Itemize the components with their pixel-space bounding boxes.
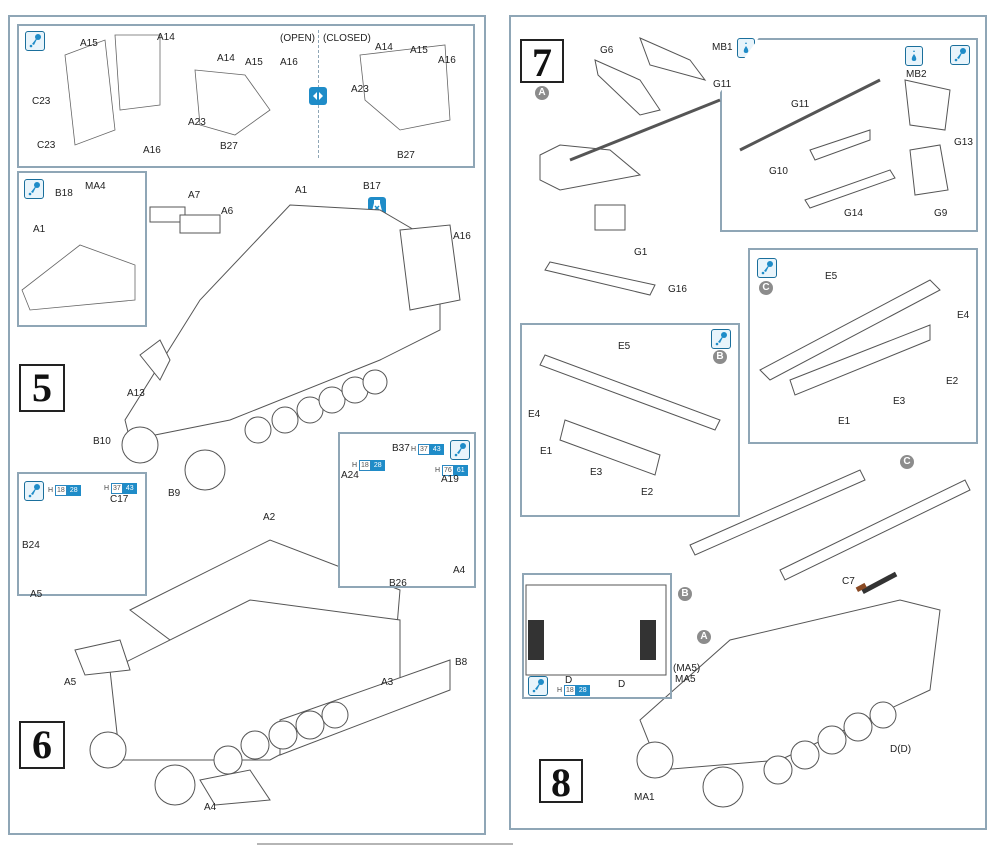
part-label: B17 bbox=[363, 181, 381, 192]
part-label: B8 bbox=[455, 657, 468, 668]
part-label: B37 bbox=[392, 443, 410, 454]
part-label: A14 bbox=[157, 32, 175, 43]
callout-circle: C bbox=[759, 281, 773, 295]
part-label: E1 bbox=[838, 416, 851, 427]
page-bottom-rule bbox=[257, 843, 513, 845]
part-label: G10 bbox=[769, 166, 788, 177]
part-label: C23 bbox=[32, 96, 51, 107]
callout-circle: B bbox=[713, 350, 727, 364]
cement-icon bbox=[950, 45, 970, 65]
part-label: A13 bbox=[127, 388, 145, 399]
part-label: G1 bbox=[634, 247, 648, 258]
part-label: A23 bbox=[188, 117, 206, 128]
part-label: G9 bbox=[934, 208, 948, 219]
part-label: A4 bbox=[453, 565, 466, 576]
part-label: A15 bbox=[410, 45, 428, 56]
step-number: 6 bbox=[19, 721, 65, 769]
part-label: E2 bbox=[946, 376, 959, 387]
part-label: A5 bbox=[64, 677, 77, 688]
part-label: B10 bbox=[93, 436, 111, 447]
callout-circle: B bbox=[678, 587, 692, 601]
cement-icon bbox=[25, 31, 45, 51]
part-label: A4 bbox=[204, 802, 217, 813]
part-label: MA4 bbox=[85, 181, 106, 192]
cement-icon bbox=[711, 329, 731, 349]
step7-gun-detail-panel bbox=[720, 38, 978, 232]
part-label: E1 bbox=[540, 446, 553, 457]
part-label: E4 bbox=[957, 310, 970, 321]
part-label: E3 bbox=[590, 467, 603, 478]
part-label: A15 bbox=[245, 57, 263, 68]
part-label: A16 bbox=[453, 231, 471, 242]
part-label: A23 bbox=[351, 84, 369, 95]
part-label: B27 bbox=[220, 141, 238, 152]
part-label: A2 bbox=[263, 512, 276, 523]
cement-icon bbox=[24, 481, 44, 501]
part-label: A24 bbox=[341, 470, 359, 481]
part-label: B18 bbox=[55, 188, 73, 199]
part-label: G16 bbox=[668, 284, 687, 295]
step-number: 8 bbox=[539, 759, 583, 805]
step-number: 5 bbox=[19, 364, 65, 412]
part-label: A16 bbox=[280, 57, 298, 68]
cement-icon bbox=[450, 440, 470, 460]
part-label: B27 bbox=[397, 150, 415, 161]
state-open-label: (OPEN) bbox=[280, 33, 315, 44]
part-label: E2 bbox=[641, 487, 654, 498]
part-label: MB2 bbox=[906, 69, 927, 80]
part-label: G11 bbox=[712, 79, 733, 90]
part-label: G14 bbox=[844, 208, 863, 219]
step8-rear-detail-panel bbox=[522, 573, 672, 699]
cement-icon bbox=[24, 179, 44, 199]
part-label: A16 bbox=[438, 55, 456, 66]
part-label: A1 bbox=[295, 185, 308, 196]
part-label: E4 bbox=[528, 409, 541, 420]
part-label: MB1 bbox=[712, 42, 733, 53]
part-label: E5 bbox=[618, 341, 631, 352]
decal-water-icon bbox=[905, 46, 923, 66]
part-label: A3 bbox=[381, 677, 394, 688]
part-label: B26 bbox=[389, 578, 407, 589]
step-number: 7 bbox=[520, 39, 564, 85]
state-closed-label: (CLOSED) bbox=[323, 33, 371, 44]
part-label: A16 bbox=[143, 145, 161, 156]
cement-icon bbox=[757, 258, 777, 278]
part-label: MA5 bbox=[675, 674, 696, 685]
callout-circle: C bbox=[900, 455, 914, 469]
part-label: G13 bbox=[954, 137, 973, 148]
callout-circle: A bbox=[535, 86, 549, 100]
part-label: A7 bbox=[188, 190, 201, 201]
part-label: A14 bbox=[217, 53, 235, 64]
part-label: D bbox=[565, 675, 573, 686]
part-label: A1 bbox=[33, 224, 46, 235]
alternative-option-icon bbox=[309, 87, 327, 105]
part-label: MA1 bbox=[634, 792, 655, 803]
part-label: D bbox=[618, 679, 626, 690]
part-label: E5 bbox=[825, 271, 838, 282]
step7-c-detail-panel bbox=[748, 248, 978, 444]
cement-icon bbox=[528, 676, 548, 696]
part-label: B24 bbox=[22, 540, 40, 551]
part-label: G6 bbox=[600, 45, 614, 56]
part-label: C17 bbox=[110, 494, 129, 505]
part-label: B9 bbox=[168, 488, 181, 499]
part-label: A14 bbox=[375, 42, 393, 53]
part-label: A5 bbox=[30, 589, 43, 600]
part-label: C7 bbox=[842, 576, 855, 587]
part-label: A6 bbox=[221, 206, 234, 217]
part-label: G11 bbox=[791, 99, 810, 110]
part-label: D(D) bbox=[890, 744, 912, 755]
part-label: A19 bbox=[441, 474, 459, 485]
part-label: C23 bbox=[37, 140, 56, 151]
part-label: (MA5) bbox=[673, 663, 701, 674]
part-label: E3 bbox=[893, 396, 906, 407]
callout-circle: A bbox=[697, 630, 711, 644]
part-label: A15 bbox=[80, 38, 98, 49]
